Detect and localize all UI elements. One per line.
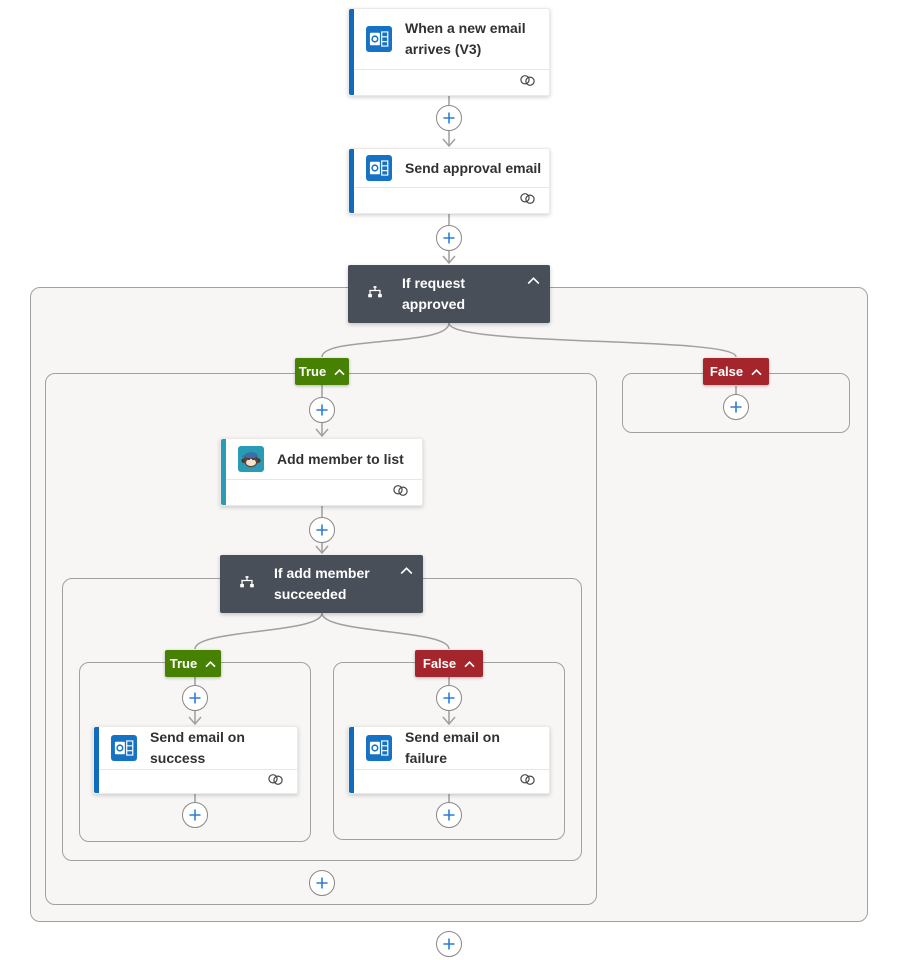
card-footer — [99, 769, 297, 793]
chevron-up-icon[interactable] — [334, 364, 345, 379]
card-title: When a new email arrives (V3) — [405, 20, 526, 57]
chevron-up-icon[interactable] — [464, 656, 475, 671]
card-header: Send email on success — [94, 727, 297, 769]
connection-icon — [267, 773, 284, 791]
connection-icon — [519, 74, 536, 92]
card-footer — [354, 69, 549, 95]
branch-label: False — [709, 364, 744, 379]
insert-step-button[interactable] — [309, 870, 335, 896]
card-footer — [354, 187, 549, 213]
insert-step-button[interactable] — [436, 105, 462, 131]
insert-step-button[interactable] — [436, 802, 462, 828]
outlook-icon — [366, 26, 392, 52]
condition-card-if-request-approved[interactable]: If request approved — [348, 265, 550, 323]
condition-icon — [236, 573, 258, 595]
branch-badge-false[interactable]: False — [415, 650, 483, 677]
insert-step-button[interactable] — [182, 802, 208, 828]
chevron-up-icon[interactable] — [205, 656, 216, 671]
card-header: When a new email arrives (V3) — [349, 9, 549, 69]
insert-step-button[interactable] — [309, 517, 335, 543]
chevron-up-icon[interactable] — [400, 567, 413, 575]
branch-badge-true[interactable]: True — [165, 650, 221, 677]
card-title: Send email on success — [150, 729, 245, 766]
mailchimp-icon — [238, 446, 264, 472]
card-accent-stripe — [349, 149, 354, 213]
action-card-send-approval-email[interactable]: Send approval email — [348, 148, 550, 214]
insert-step-button[interactable] — [309, 397, 335, 423]
connection-icon — [519, 192, 536, 210]
insert-step-button[interactable] — [436, 225, 462, 251]
insert-step-button[interactable] — [723, 394, 749, 420]
connection-icon — [519, 773, 536, 791]
card-accent-stripe — [349, 727, 354, 793]
condition-title: If add member succeeded — [274, 565, 370, 602]
insert-step-button[interactable] — [436, 931, 462, 957]
condition-title: If request approved — [402, 275, 466, 312]
action-card-send-email-on-failure[interactable]: Send email on failure — [348, 726, 550, 794]
action-card-send-email-on-success[interactable]: Send email on success — [93, 726, 298, 794]
branch-label: True — [169, 656, 198, 671]
card-title: Send email on failure — [405, 729, 500, 766]
connection-icon — [392, 484, 409, 502]
branch-badge-false[interactable]: False — [703, 358, 769, 385]
card-header: Add member to list — [221, 439, 422, 479]
card-footer — [226, 479, 422, 505]
chevron-up-icon[interactable] — [751, 364, 762, 379]
condition-card-if-add-member-succeeded[interactable]: If add member succeeded — [220, 555, 423, 613]
action-card-add-member-to-list[interactable]: Add member to list — [220, 438, 423, 506]
chevron-up-icon[interactable] — [527, 277, 540, 285]
card-header: Send email on failure — [349, 727, 549, 769]
trigger-card[interactable]: When a new email arrives (V3) — [348, 8, 550, 96]
card-footer — [354, 769, 549, 793]
branch-label: True — [298, 364, 327, 379]
card-accent-stripe — [221, 439, 226, 505]
card-title: Send approval email — [405, 159, 542, 176]
insert-step-button[interactable] — [436, 685, 462, 711]
insert-step-button[interactable] — [182, 685, 208, 711]
card-header: Send approval email — [349, 149, 549, 187]
outlook-icon — [111, 735, 137, 761]
outlook-icon — [366, 155, 392, 181]
branch-label: False — [422, 656, 457, 671]
branch-badge-true[interactable]: True — [295, 358, 349, 385]
card-accent-stripe — [349, 9, 354, 95]
card-title: Add member to list — [277, 450, 404, 467]
outlook-icon — [366, 735, 392, 761]
condition-icon — [364, 283, 386, 305]
card-accent-stripe — [94, 727, 99, 793]
